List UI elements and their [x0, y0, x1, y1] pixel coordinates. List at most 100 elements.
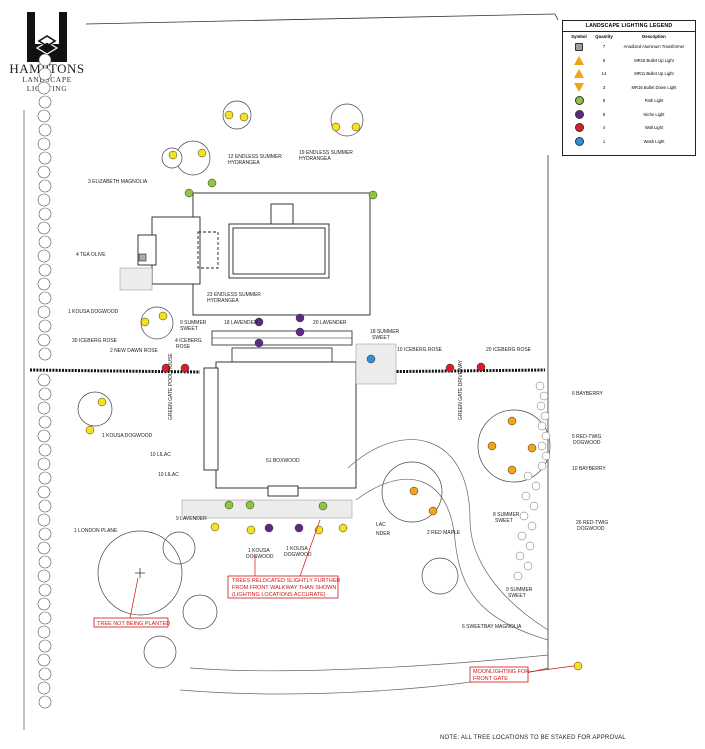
relocation-note-line-1: TREES RELOCATED SLIGHTLY FURTHER	[232, 578, 340, 584]
legend-description: MR16 Bullet Down Light	[631, 84, 677, 90]
tree-not-planted-note: TREE NOT BEING PLANTED	[93, 577, 170, 628]
legend-quantity: 14	[601, 71, 607, 77]
label-lilac-10a: 10 LILAC	[150, 452, 171, 458]
label-green-gate-driveway: GREEN GATE DRIVEWAY	[458, 359, 464, 420]
legend-symbol-cell	[565, 96, 593, 106]
label-summer-sweet-8: 8 SUMMER	[493, 512, 520, 518]
patio-pavers	[211, 330, 353, 363]
legend-quantity: 8	[602, 111, 606, 117]
legend-row: 3 MR16 Bullet Down Light	[563, 81, 695, 95]
label-kousa-se-b: DOGWOOD	[284, 552, 312, 558]
main-house	[137, 192, 371, 316]
legend-symbol-cell	[565, 109, 593, 119]
legend-header-symbol: Symbol	[571, 34, 587, 39]
lighting-legend: LANDSCAPE LIGHTING LEGEND Symbol Quantit…	[562, 20, 696, 156]
legend-quantity: 1	[602, 138, 606, 144]
label-iceberg-20: 20 ICEBERG ROSE	[486, 347, 532, 353]
property-line-north	[85, 13, 556, 25]
west-hedge-row	[37, 53, 52, 709]
label-lavender-20: 20 LAVENDER	[313, 320, 347, 326]
legend-quantity: 4	[602, 125, 606, 131]
legend-row: 14 MR11 Bullet Up Light	[563, 67, 695, 81]
relocation-note: TREES RELOCATED SLIGHTLY FURTHER FROM FR…	[227, 519, 340, 599]
legend-description: Wall Light	[644, 125, 664, 131]
label-bayberry-6: 6 BAYBERRY	[572, 391, 604, 397]
legend-symbol-cell	[565, 136, 593, 146]
london-plane-marker	[135, 568, 145, 578]
legend-row: 4 Wall Light	[563, 121, 695, 135]
label-red-twig-26-b: DOGWOOD	[577, 526, 605, 532]
legend-symbol-cell	[565, 123, 593, 133]
moonlighting-line-1: MOONLIGHTING FOR	[473, 669, 529, 675]
moonlighting-note: MOONLIGHTING FOR FRONT GATE	[469, 665, 575, 683]
legend-title: LANDSCAPE LIGHTING LEGEND	[563, 21, 695, 32]
bullet-up-light-icon	[574, 55, 584, 65]
label-lavender-18: 18 LAVENDER	[224, 320, 258, 326]
label-hydrangea-12-b: HYDRANGEA	[228, 160, 260, 166]
label-lac: LAC	[376, 522, 386, 528]
label-lavender-9: 9 LAVENDER	[176, 516, 207, 522]
label-lac-b: NDER	[376, 531, 391, 537]
legend-symbol-cell	[565, 69, 593, 79]
path-light-icon	[574, 96, 584, 106]
legend-header-quantity: Quantity	[595, 34, 613, 39]
legend-row: 6 MR16 Bullet Up Light	[563, 54, 695, 68]
label-iceberg-10: 10 ICEBERG ROSE	[397, 347, 443, 353]
label-summer-sweet-8-b: SWEET	[495, 518, 513, 524]
footer-note: NOTE: ALL TREE LOCATIONS TO BE STAKED FO…	[440, 735, 626, 741]
relocation-note-line-3: (LIGHTING LOCATIONS ACCURATE)	[232, 592, 326, 598]
label-kousa-sw: 1 KOUSA	[248, 548, 270, 554]
label-hydrangea-23-b: HYDRANGEA	[207, 298, 239, 304]
legend-row: 1 Wash Light	[563, 135, 695, 149]
legend-header: Symbol Quantity Description	[563, 32, 695, 40]
gravel-areas	[119, 267, 397, 519]
legend-description: Niche Light	[643, 111, 665, 117]
legend-description: Anodized Aluminum Transformer	[623, 44, 685, 50]
label-iceberg-4: 4 ICEBERG	[175, 338, 202, 344]
driveway	[179, 439, 549, 695]
label-new-dawn: 2 NEW DAWN ROSE	[110, 348, 159, 354]
label-kousa-sw-b: DOGWOOD	[246, 554, 274, 560]
legend-description: MR11 Bullet Up Light	[634, 71, 674, 77]
label-hydrangea-12: 12 ENDLESS SUMMER	[228, 154, 282, 160]
legend-quantity: 7	[602, 44, 606, 50]
label-hydrangea-23: 23 ENDLESS SUMMER	[207, 292, 261, 298]
legend-quantity: 6	[602, 57, 606, 63]
transformer-icon	[138, 253, 147, 262]
label-bayberry-10: 10 BAYBERRY	[572, 466, 606, 472]
label-red-maple: 2 RED MAPLE	[427, 530, 461, 536]
label-lilac-10b: 10 LILAC	[158, 472, 179, 478]
legend-description: Wash Light	[643, 138, 665, 144]
moonlighting-line-2: FRONT GATE	[473, 676, 508, 682]
legend-symbol-cell	[565, 42, 593, 51]
label-red-twig-5-b: DOGWOOD	[573, 440, 601, 446]
label-summer-sweet-9: 9 SUMMER	[180, 320, 207, 326]
label-red-twig-5: 5 RED-TWIG	[572, 434, 602, 440]
transformer-icon	[575, 42, 583, 51]
legend-description: MR16 Bullet Up Light	[634, 57, 674, 63]
legend-header-description: Description	[642, 34, 666, 39]
label-summer-sweet-18: 18 SUMMER	[370, 329, 400, 335]
logo-mark-icon	[27, 12, 67, 62]
pool-house	[203, 361, 357, 497]
wash-light-icon	[574, 136, 584, 146]
label-red-twig-26: 26 RED-TWIG	[576, 520, 608, 526]
label-iceberg-4-b: ROSE	[176, 344, 191, 350]
property-line-corner	[554, 13, 559, 21]
legend-row: 8 Niche Light	[563, 108, 695, 122]
legend-quantity: 3	[602, 84, 606, 90]
label-sweetbay: 6 SWEETBAY MAGNOLIA	[462, 624, 522, 630]
wall-light-icon	[574, 123, 584, 133]
niche-light-icon	[574, 109, 584, 119]
label-london-plane: 1 LONDON PLANE	[74, 528, 118, 534]
label-kousa-top: 1 KOUSA DOGWOOD	[68, 309, 119, 315]
label-kousa-left: 1 KOUSA DOGWOOD	[102, 433, 153, 439]
label-boxwood: 51 BOXWOOD	[266, 458, 300, 464]
fence-line	[29, 368, 546, 374]
legend-symbol-cell	[565, 55, 593, 65]
relocation-note-line-2: FROM FRONT WALKWAY THAN SHOWN	[232, 585, 336, 591]
label-elizabeth-magnolia: 3 ELIZABETH MAGNOLIA	[88, 179, 148, 185]
